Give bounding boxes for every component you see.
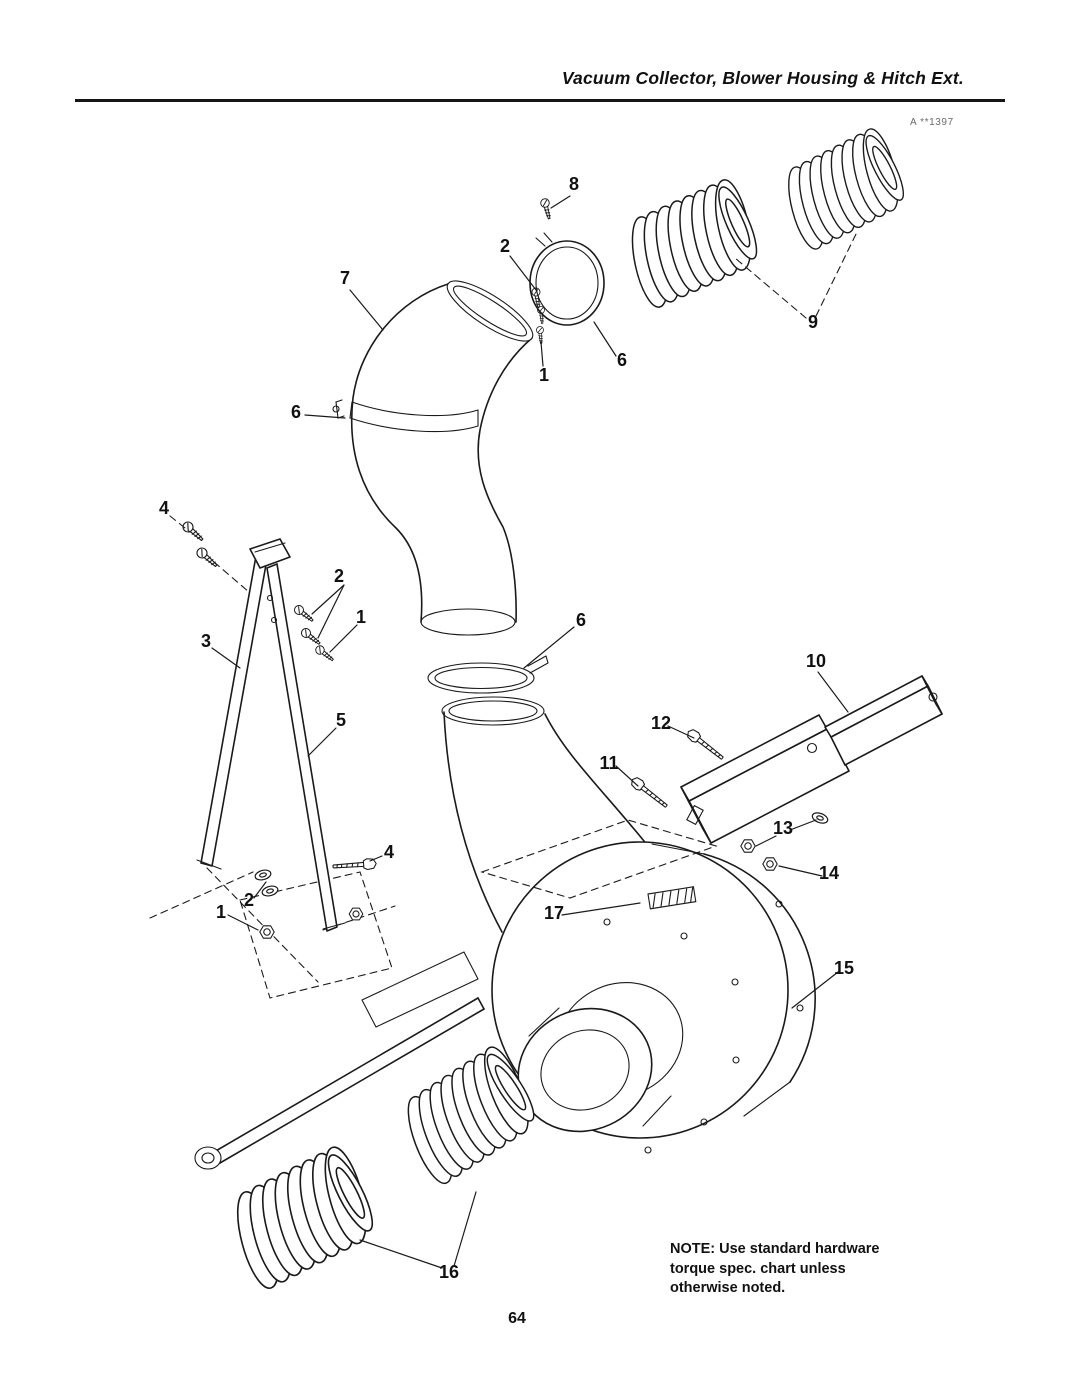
corrugated-hoses-top: [607, 119, 922, 317]
callout-10: 10: [806, 651, 826, 671]
blower-housing: [443, 711, 816, 1154]
callout-16: 16: [439, 1262, 459, 1282]
callout-1: 1: [356, 607, 366, 627]
note-line-1: NOTE: Use standard hardware: [670, 1241, 880, 1257]
hose-coil: [765, 119, 922, 259]
washer: [253, 867, 273, 883]
screw: [194, 545, 221, 570]
callout-6: 6: [617, 350, 627, 370]
hitch-extension: [628, 675, 943, 871]
washer: [810, 810, 830, 826]
hose-clamp-ring: [529, 197, 605, 344]
callout-11: 11: [599, 753, 618, 773]
callout-3: 3: [201, 631, 211, 651]
bolt: [628, 774, 671, 811]
washer: [260, 883, 280, 899]
screw: [535, 325, 546, 344]
callout-2: 2: [500, 236, 510, 256]
callout-17: 17: [544, 903, 564, 923]
note-line-2: torque spec. chart unless: [670, 1260, 846, 1277]
page-title: Vacuum Collector, Blower Housing & Hitch…: [561, 68, 964, 88]
support-rod: [194, 951, 485, 1170]
callout-2: 2: [244, 890, 254, 910]
support-bracket: [196, 538, 346, 932]
callout-14: 14: [819, 863, 839, 883]
nut: [348, 907, 364, 921]
callout-2: 2: [334, 566, 344, 586]
callout-9: 9: [808, 312, 818, 332]
nut: [762, 857, 778, 871]
callout-leaders: [169, 195, 859, 1269]
note-line-3: otherwise noted.: [670, 1280, 786, 1296]
header-rule: [75, 99, 1005, 102]
hose-coil: [210, 1136, 394, 1299]
callout-numbers: 8 2 7 9 6 1 6 4 2 1 3 6 10 5 12 11 13 14…: [159, 174, 854, 1282]
callout-8: 8: [569, 174, 579, 194]
phantom-guides-right: [480, 819, 718, 899]
screw: [539, 197, 554, 221]
callout-4: 4: [384, 842, 394, 862]
callout-15: 15: [834, 958, 854, 978]
callout-7: 7: [340, 268, 350, 288]
screw: [180, 519, 207, 544]
bolt: [684, 726, 727, 763]
callout-5: 5: [336, 710, 346, 730]
corrugated-hoses-bottom: [210, 1036, 554, 1299]
screw: [530, 286, 544, 309]
callout-4: 4: [159, 498, 169, 518]
figure-code: A **1397: [910, 117, 954, 128]
hose-coil: [607, 170, 776, 317]
callout-1: 1: [539, 365, 549, 385]
callout-1: 1: [216, 902, 226, 922]
callout-6: 6: [291, 402, 301, 422]
elbow-tube: [332, 280, 534, 636]
hardware-note: NOTE: Use standard hardware torque spec.…: [670, 1240, 910, 1299]
callout-6: 6: [576, 610, 586, 630]
page-number: 64: [508, 1310, 526, 1327]
inlet-rings: [427, 655, 549, 726]
callout-12: 12: [651, 713, 671, 733]
nut: [740, 839, 756, 853]
serial-plate: [647, 886, 697, 910]
bolt: [332, 857, 378, 873]
callout-13: 13: [773, 818, 793, 838]
nut: [259, 925, 275, 939]
screw: [313, 643, 336, 664]
